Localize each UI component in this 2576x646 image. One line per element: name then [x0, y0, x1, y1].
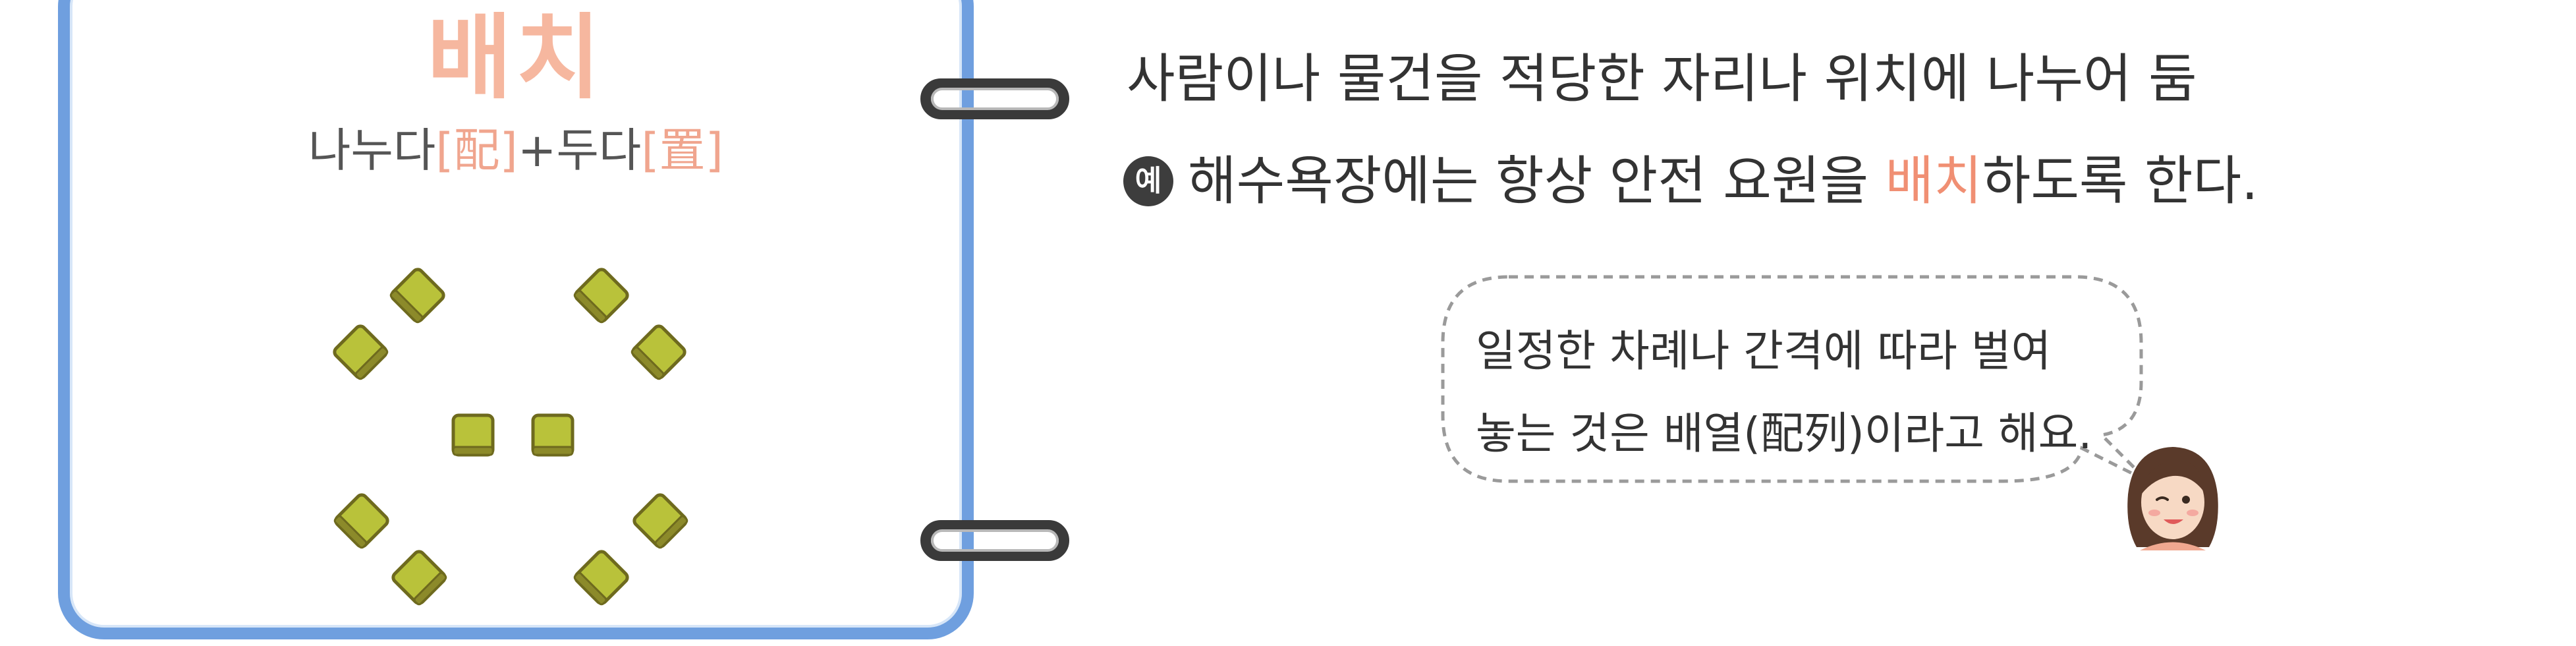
seat-icon [333, 324, 389, 380]
example-text-before: 해수욕장에는 항상 안전 요원을 [1188, 150, 1886, 212]
seat-icon [632, 493, 688, 549]
example-highlight: 배치 [1885, 150, 1982, 212]
seat-icon [334, 493, 390, 549]
seat-icon [453, 415, 493, 455]
bracket-close-1: ] [499, 123, 518, 177]
subtitle-meaning-1: 나누다 [308, 123, 436, 177]
bracket-close-2: ] [705, 123, 723, 177]
bracket-open-1: [ [435, 123, 454, 177]
subtitle-hanja-1: 配 [453, 123, 500, 177]
seat-icon [574, 550, 630, 606]
seat-arrangement-illustration [70, 0, 986, 646]
seat-icon [631, 324, 687, 380]
subtitle-hanja-2: 置 [659, 123, 706, 177]
teacher-avatar-icon [2127, 447, 2218, 550]
subtitle-plus: + [517, 123, 557, 177]
binder-ring-icon [920, 520, 1069, 561]
tip-line-2: 놓는 것은 배열(配列)이라고 해요. [1476, 408, 2092, 459]
vocab-card: 배치 나누다[配]+두다[置] [58, 0, 974, 639]
seat-icon [391, 550, 447, 606]
seat-icon [574, 268, 630, 324]
example-text-after: 하도록 한다. [1982, 150, 2258, 212]
seat-icon [533, 415, 573, 455]
tip-bubble [1441, 275, 2149, 483]
definition-text: 사람이나 물건을 적당한 자리나 위치에 나누어 둠 [1127, 48, 2197, 109]
card-title: 배치 [427, 4, 605, 112]
seat-icon [390, 268, 446, 324]
card-subtitle: 나누다[配]+두다[置] [70, 127, 962, 173]
binder-ring-icon [920, 78, 1069, 119]
bracket-open-2: [ [641, 123, 659, 177]
tip-line-1: 일정한 차례나 간격에 따라 벌여 [1476, 326, 2052, 376]
subtitle-meaning-2: 두다 [556, 123, 642, 177]
tip-text: 일정한 차례나 간격에 따라 벌여 놓는 것은 배열(配列)이라고 해요. [1476, 310, 2092, 475]
example-badge-icon: 예 [1123, 156, 1173, 206]
